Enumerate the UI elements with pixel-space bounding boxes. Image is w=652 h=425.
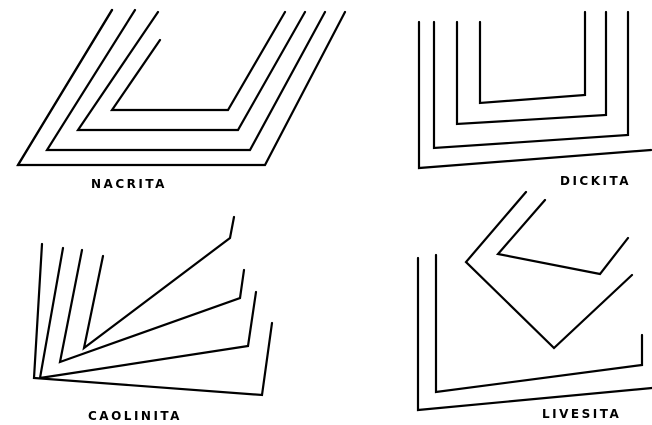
livesita-label: LIVESITA (542, 407, 621, 421)
livesita-layer-stack (418, 192, 652, 410)
nacrita-layer-stack (18, 10, 345, 165)
nacrita-layer-1 (18, 10, 345, 165)
dickita-layer-2 (434, 12, 628, 148)
nacrita-layer-4 (112, 12, 285, 110)
caolinita-layer-stack (34, 217, 272, 395)
nacrita-label: NACRITA (91, 177, 167, 191)
caolinita-label: CAOLINITA (88, 409, 182, 423)
livesita-layer-3 (466, 192, 632, 348)
dickita-label: DICKITA (560, 174, 631, 188)
livesita-layer-4 (498, 200, 628, 274)
dickita-layer-stack (419, 12, 651, 168)
caolinita-layer-4 (84, 217, 234, 348)
livesita-layer-1 (418, 258, 652, 410)
livesita-layer-2 (436, 255, 642, 392)
dickita-layer-4 (480, 12, 585, 103)
